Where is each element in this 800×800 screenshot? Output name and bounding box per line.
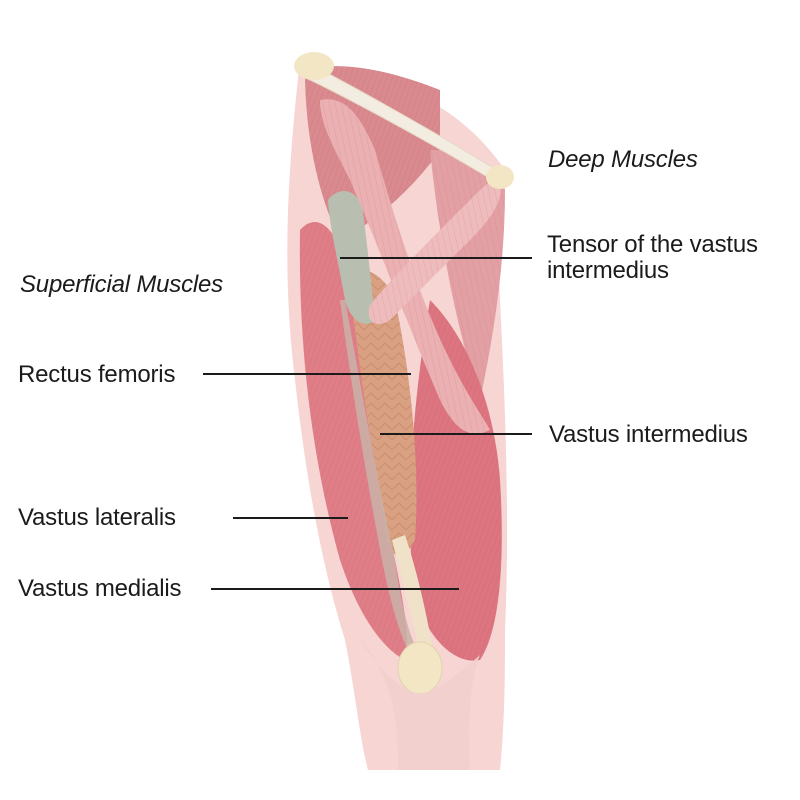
knee-tissue xyxy=(360,640,480,770)
leader-line-vastus-medialis xyxy=(211,588,459,590)
leader-line-rectus-femoris xyxy=(203,373,411,375)
leader-line-vastus-lateralis xyxy=(233,517,348,519)
superficial-muscles-heading: Superficial Muscles xyxy=(20,271,223,298)
patella xyxy=(397,641,443,695)
quadriceps-tendon xyxy=(392,535,432,645)
vastus-medialis-label: Vastus medialis xyxy=(18,575,182,602)
bone-head-left xyxy=(294,52,334,80)
tensor-label: Tensor of the vastus intermedius xyxy=(547,231,758,284)
leader-line-vastus-intermedius xyxy=(380,433,532,435)
deep-muscles-heading: Deep Muscles xyxy=(548,146,698,173)
bone-head-right xyxy=(486,165,514,189)
rectus-femoris-label: Rectus femoris xyxy=(18,361,176,388)
vastus-intermedius-label: Vastus intermedius xyxy=(549,421,748,448)
leader-line-tensor xyxy=(340,257,532,259)
vastus-lateralis-label: Vastus lateralis xyxy=(18,504,176,531)
